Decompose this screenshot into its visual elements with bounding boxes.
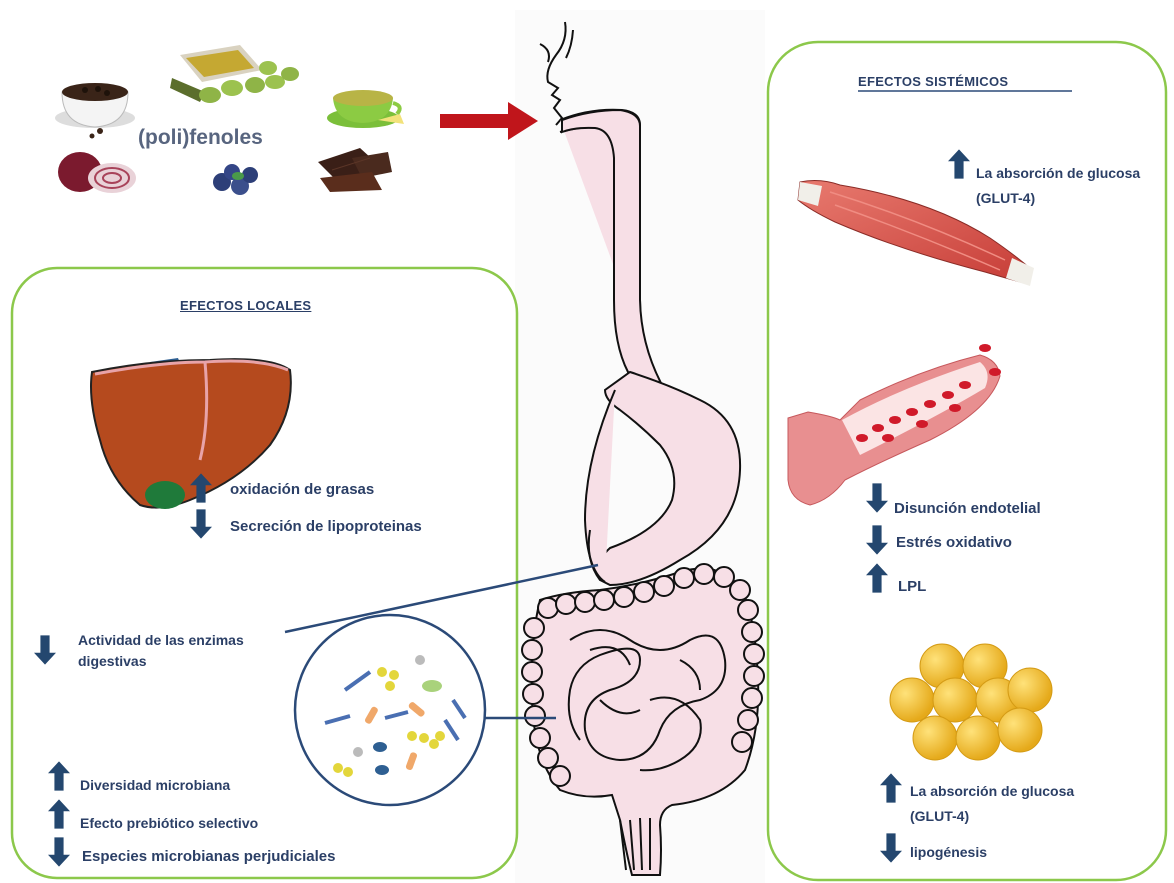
arrow-down-icon (866, 482, 888, 514)
fat-glucose-label: La absorción de glucosa (910, 781, 1074, 802)
liver-down-label: Secreción de lipoproteinas (230, 518, 422, 535)
diversity-label: Diversidad microbiana (80, 775, 230, 796)
arrow-up-icon (866, 562, 888, 594)
arrow-down-icon (866, 524, 888, 556)
adipocytes-icon (890, 644, 1052, 760)
arrow-up-icon (190, 472, 212, 504)
lipogenesis-label: lipogénesis (910, 842, 987, 863)
prebiotic-label: Efecto prebiótico selectivo (80, 813, 258, 834)
endothelial-label: Disunción endotelial (894, 500, 1041, 517)
enzymes-label: Actividad de las enzimas digestivas (78, 630, 278, 672)
arrow-down-icon (190, 508, 212, 540)
local-effects-heading: EFECTOS LOCALES (180, 298, 311, 313)
coffee-cup-icon (55, 83, 135, 139)
olive-oil-icon (170, 45, 299, 103)
microbiota-icon (295, 615, 485, 805)
systemic-effects-heading: EFECTOS SISTÉMICOS (858, 74, 1008, 89)
arrow-down-icon (48, 836, 70, 868)
liver-up-label: oxidación de grasas (230, 481, 374, 498)
polyphenols-title: (poli)fenoles (138, 126, 263, 150)
muscle-glut4-label: (GLUT-4) (976, 188, 1035, 209)
arrow-up-icon (48, 760, 70, 792)
arrow-down-icon (880, 832, 902, 864)
muscle-glucose-label: La absorción de glucosa (976, 163, 1140, 184)
green-tea-icon (327, 90, 404, 128)
fat-glut4-label: (GLUT-4) (910, 806, 969, 827)
arrow-up-icon (48, 798, 70, 830)
arrow-up-icon (880, 772, 902, 804)
harmful-label: Especies microbianas perjudiciales (82, 848, 335, 865)
blueberries-icon (213, 164, 258, 195)
arrow-down-icon (34, 634, 56, 666)
blood-vessel-icon (788, 344, 1001, 505)
arrow-up-icon (948, 148, 970, 180)
chocolate-icon (318, 148, 392, 192)
lpl-label: LPL (898, 578, 926, 595)
onion-icon (58, 152, 136, 193)
oxidative-label: Estrés oxidativo (896, 534, 1012, 551)
